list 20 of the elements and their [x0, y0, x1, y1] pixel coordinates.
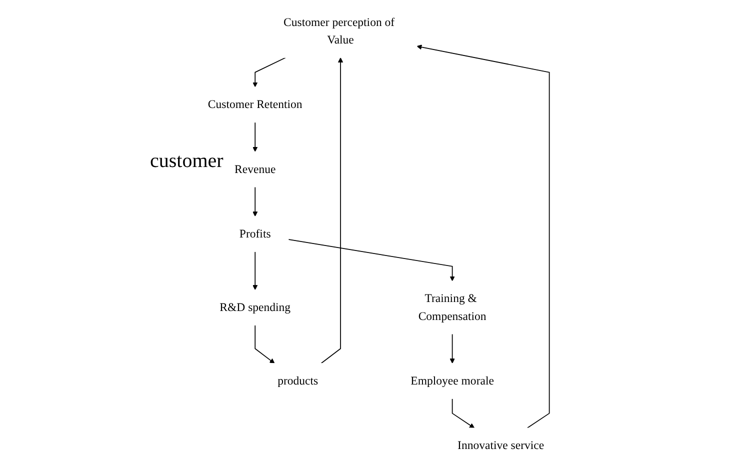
arrow	[252, 57, 286, 88]
arrow	[252, 251, 258, 290]
arrow	[254, 324, 275, 364]
node-text: Customer Retention	[208, 98, 302, 112]
node-text: Training & Compensation	[418, 292, 486, 323]
arrow	[320, 57, 344, 364]
arrow	[452, 398, 475, 428]
node-text: products	[278, 374, 318, 388]
arrow	[288, 239, 455, 282]
node-text: Innovative service	[458, 439, 544, 452]
arrow	[252, 122, 258, 152]
arrow	[416, 44, 550, 428]
arrow	[252, 186, 258, 217]
node-text: R&D spending	[220, 301, 291, 314]
node-text: Profits	[239, 228, 271, 240]
node-text: Customer perception of Value	[284, 16, 395, 46]
node-text: Employee morale	[410, 374, 494, 388]
arrow	[450, 334, 455, 364]
node-text: Revenue	[234, 162, 276, 176]
note-text: customer	[150, 150, 224, 173]
